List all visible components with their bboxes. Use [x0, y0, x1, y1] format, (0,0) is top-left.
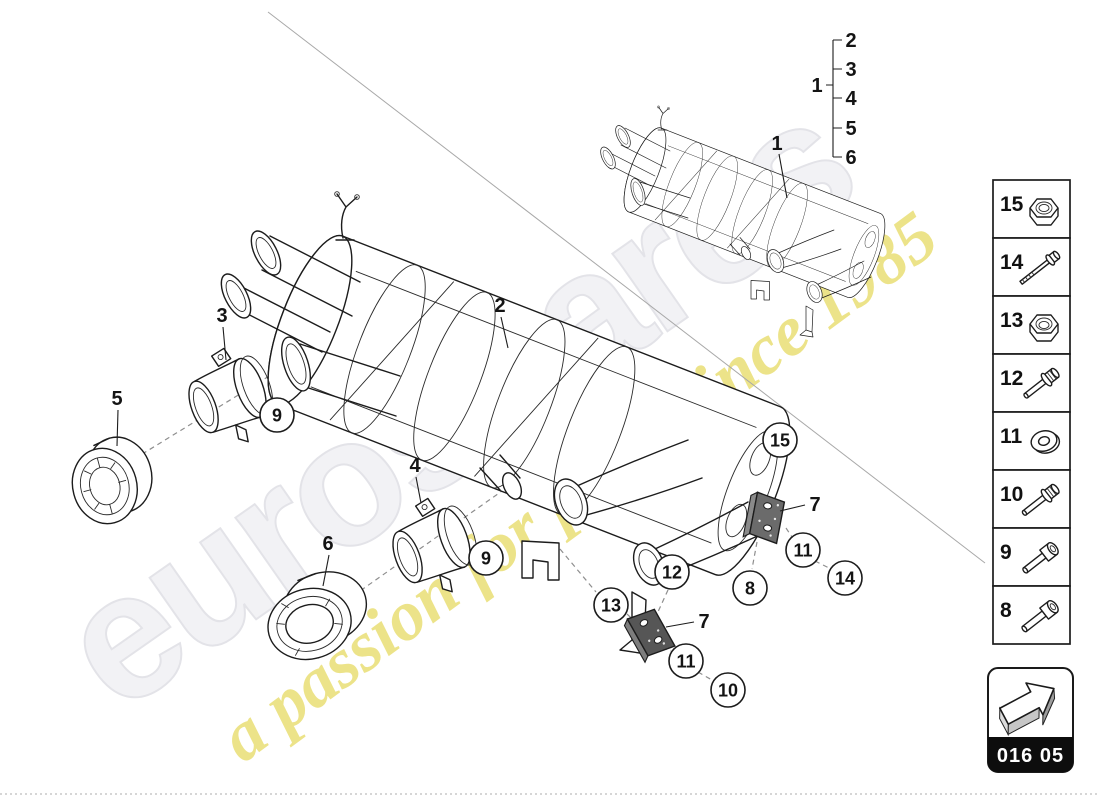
circled-callout-14[interactable]: 14 — [827, 560, 863, 596]
diagram-code-label: 016 05 — [997, 745, 1064, 767]
callout-5[interactable]: 5 — [111, 388, 122, 410]
circled-callout-15[interactable]: 15 — [762, 422, 798, 458]
ring-part-6 — [267, 571, 368, 661]
group-bracket: 1 2 3 4 5 6 — [811, 30, 857, 169]
callout-3[interactable]: 3 — [216, 305, 227, 327]
svg-text:10: 10 — [718, 681, 738, 701]
circled-callout-8[interactable]: 8 — [732, 570, 768, 606]
svg-text:10: 10 — [1000, 483, 1023, 506]
flange-bolt-icon — [1023, 367, 1060, 399]
legend-column: 15 14 13 — [992, 179, 1071, 645]
socket-bolt-icon — [1021, 600, 1059, 633]
bracket-item-label[interactable]: 5 — [845, 118, 856, 140]
bracket-item-label[interactable]: 3 — [845, 59, 856, 81]
circled-callout-12[interactable]: 12 — [654, 554, 690, 590]
plain-callouts: 1 2 3 5 4 6 7 7 — [111, 133, 820, 633]
svg-text:8: 8 — [745, 579, 755, 599]
svg-text:14: 14 — [1000, 251, 1024, 274]
bracket-parent-label[interactable]: 1 — [811, 75, 822, 97]
legend-item-10[interactable]: 10 — [992, 469, 1071, 529]
svg-text:13: 13 — [1000, 309, 1023, 332]
svg-text:12: 12 — [1000, 367, 1023, 390]
stud-bolt-icon — [1019, 250, 1061, 285]
hex-nut-icon — [1029, 198, 1059, 226]
arrow-up-right-icon — [999, 682, 1056, 737]
legend-item-13[interactable]: 13 — [992, 295, 1071, 355]
legend-item-14[interactable]: 14 — [992, 237, 1071, 297]
bracket-part-7-upper — [742, 491, 786, 545]
callout-2[interactable]: 2 — [494, 295, 505, 317]
legend-item-9[interactable]: 9 — [992, 527, 1071, 587]
svg-text:9: 9 — [1000, 541, 1012, 564]
legend-item-15[interactable]: 15 — [992, 179, 1071, 239]
divider-line — [267, 11, 986, 564]
svg-text:15: 15 — [1000, 193, 1024, 216]
callout-6[interactable]: 6 — [322, 533, 333, 555]
hex-nut-icon — [1029, 314, 1059, 342]
svg-text:12: 12 — [662, 563, 682, 583]
legend-item-8[interactable]: 8 — [992, 585, 1071, 645]
diagram-nav-box[interactable]: 016 05 — [987, 667, 1074, 773]
circled-callout-11[interactable]: 11 — [668, 643, 704, 679]
svg-text:8: 8 — [1000, 599, 1012, 622]
circled-callout-9[interactable]: 9 — [468, 540, 504, 576]
end-cap-part-5 — [71, 436, 153, 525]
svg-text:14: 14 — [835, 569, 855, 589]
svg-text:13: 13 — [601, 596, 621, 616]
callout-7-lower[interactable]: 7 — [698, 611, 709, 633]
legend-item-12[interactable]: 12 — [992, 353, 1071, 413]
flange-bolt-icon — [1021, 483, 1060, 516]
circled-callouts: 9 9 15 11 8 14 12 13 — [259, 397, 863, 708]
callout-1[interactable]: 1 — [771, 133, 782, 155]
callout-4[interactable]: 4 — [409, 455, 421, 477]
washer-icon — [1030, 430, 1061, 454]
svg-text:11: 11 — [1000, 425, 1023, 448]
callout-7-upper[interactable]: 7 — [809, 494, 820, 516]
legend-item-11[interactable]: 11 — [992, 411, 1071, 471]
bracket-item-label[interactable]: 2 — [845, 30, 856, 52]
svg-text:9: 9 — [481, 549, 491, 569]
socket-bolt-icon — [1022, 542, 1059, 574]
circled-callout-9[interactable]: 9 — [259, 397, 295, 433]
circled-callout-13[interactable]: 13 — [593, 587, 629, 623]
bracket-part-7-lower — [623, 608, 676, 664]
circled-callout-11[interactable]: 11 — [785, 532, 821, 568]
svg-text:9: 9 — [272, 406, 282, 426]
svg-text:11: 11 — [793, 541, 812, 561]
circled-callout-10[interactable]: 10 — [710, 672, 746, 708]
bracket-item-label[interactable]: 6 — [845, 147, 856, 169]
svg-text:11: 11 — [676, 652, 695, 672]
bracket-item-label[interactable]: 4 — [845, 88, 857, 110]
svg-text:15: 15 — [770, 431, 790, 451]
